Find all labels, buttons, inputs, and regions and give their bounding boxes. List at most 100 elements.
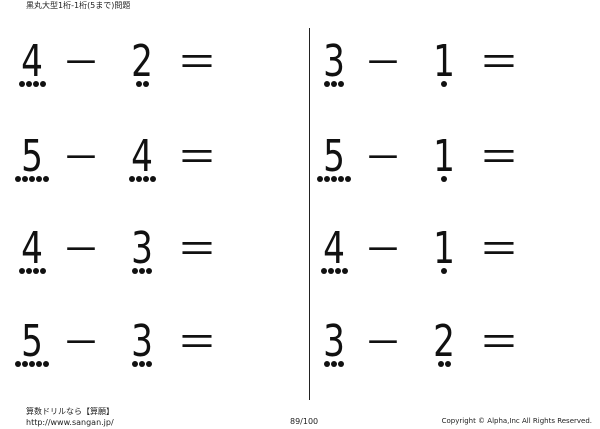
subtrahend: 3: [122, 220, 162, 290]
subtrahend-digit: 1: [433, 131, 455, 182]
subtrahend-digit: 4: [131, 131, 153, 182]
count-dot: [18, 81, 25, 87]
count-dot: [338, 361, 344, 367]
subtrahend: 3: [122, 313, 162, 383]
subtraction-problem: 5 － 4 ＝: [12, 128, 282, 198]
equals-sign: ＝: [479, 227, 519, 273]
subtraction-problem: 3－2＝: [314, 313, 584, 383]
minuend-digit: 5: [21, 131, 43, 182]
count-dot: [320, 268, 327, 274]
minuend: 5: [12, 313, 52, 383]
count-dot: [317, 176, 323, 182]
minuend: 4: [12, 220, 52, 290]
subtraction-problem: 3－ 1 ＝: [314, 33, 584, 103]
subtrahend-digit: 2: [131, 36, 153, 87]
subtrahend: 4: [122, 128, 162, 198]
count-dot: [135, 176, 142, 182]
subtrahend: 2: [424, 313, 464, 383]
count-dot: [29, 361, 35, 367]
count-dot: [149, 176, 156, 182]
column-divider: [309, 28, 310, 400]
minuend-digit: 4: [323, 223, 345, 274]
minus-sign: －: [62, 136, 101, 180]
equals-sign: ＝: [177, 40, 217, 86]
minuend-dot-counter: [314, 268, 354, 276]
subtrahend: 2: [122, 33, 162, 103]
equals-sign: ＝: [177, 320, 217, 366]
subtraction-problem: 5 － 3 ＝: [12, 313, 282, 383]
subtrahend-dot-counter: [424, 268, 464, 276]
subtrahend-digit: 3: [131, 223, 153, 274]
subtrahend-dot-counter: [122, 361, 162, 369]
minus-sign: －: [62, 321, 101, 365]
subtrahend-dot-counter: [122, 176, 162, 184]
subtraction-problem: 4－3＝: [12, 220, 282, 290]
subtrahend-digit: 2: [433, 316, 455, 367]
count-dot: [331, 176, 337, 182]
count-dot: [32, 268, 39, 274]
subtrahend-dot-counter: [122, 81, 162, 89]
count-dot: [39, 268, 46, 274]
subtrahend-dot-counter: [424, 361, 464, 369]
site-name: 算数ドリルなら【算願】: [26, 407, 114, 416]
subtrahend-dot-counter: [424, 81, 464, 89]
count-dot: [345, 176, 351, 182]
count-dot: [25, 81, 32, 87]
subtrahend-dot-counter: [122, 268, 162, 276]
count-dot: [324, 81, 330, 87]
count-dot: [327, 268, 334, 274]
subtraction-problem: 5 － 1 ＝: [314, 128, 584, 198]
subtrahend: 1: [424, 220, 464, 290]
minuend: 5: [12, 128, 52, 198]
minuend: 4: [314, 220, 354, 290]
count-dot: [25, 268, 32, 274]
minuend-dot-counter: [314, 361, 354, 369]
copyright: Copyright © Alpha,Inc All Rights Reserve…: [441, 417, 592, 425]
count-dot: [39, 81, 46, 87]
count-dot: [437, 361, 444, 367]
count-dot: [29, 176, 35, 182]
minuend-digit: 4: [21, 223, 43, 274]
count-dot: [22, 361, 28, 367]
subtrahend: 1: [424, 33, 464, 103]
minuend-dot-counter: [12, 268, 52, 276]
equals-sign: ＝: [479, 40, 519, 86]
minuend-digit: 4: [21, 36, 43, 87]
page-number: 89/100: [290, 417, 319, 426]
count-dot: [15, 176, 21, 182]
minuend-digit: 3: [323, 316, 345, 367]
minus-sign: －: [364, 136, 403, 180]
count-dot: [331, 81, 337, 87]
site-url[interactable]: http://www.sangan.jp/: [26, 418, 114, 427]
count-dot: [132, 361, 138, 367]
count-dot: [32, 81, 39, 87]
minuend-dot-counter: [314, 81, 354, 89]
count-dot: [132, 268, 138, 274]
minus-sign: －: [62, 41, 101, 85]
count-dot: [146, 268, 152, 274]
count-dot: [128, 176, 135, 182]
count-dot: [341, 268, 348, 274]
count-dot: [444, 361, 451, 367]
count-dot: [43, 176, 49, 182]
minuend-digit: 5: [21, 316, 43, 367]
footer-left: 算数ドリルなら【算願】 http://www.sangan.jp/: [26, 406, 114, 428]
minuend-dot-counter: [12, 361, 52, 369]
equals-sign: ＝: [177, 135, 217, 181]
count-dot: [441, 176, 447, 182]
count-dot: [334, 268, 341, 274]
count-dot: [441, 81, 447, 87]
equals-sign: ＝: [479, 135, 519, 181]
minuend-dot-counter: [12, 176, 52, 184]
minuend: 3: [314, 33, 354, 103]
subtraction-problem: 4－1＝: [314, 220, 584, 290]
subtrahend: 1: [424, 128, 464, 198]
subtraction-problem: 4 － 2 ＝: [12, 33, 282, 103]
minuend-digit: 5: [323, 131, 345, 182]
subtrahend-digit: 3: [131, 316, 153, 367]
subtrahend-digit: 1: [433, 223, 455, 274]
minus-sign: －: [364, 41, 403, 85]
count-dot: [142, 176, 149, 182]
count-dot: [36, 176, 42, 182]
equals-sign: ＝: [479, 320, 519, 366]
